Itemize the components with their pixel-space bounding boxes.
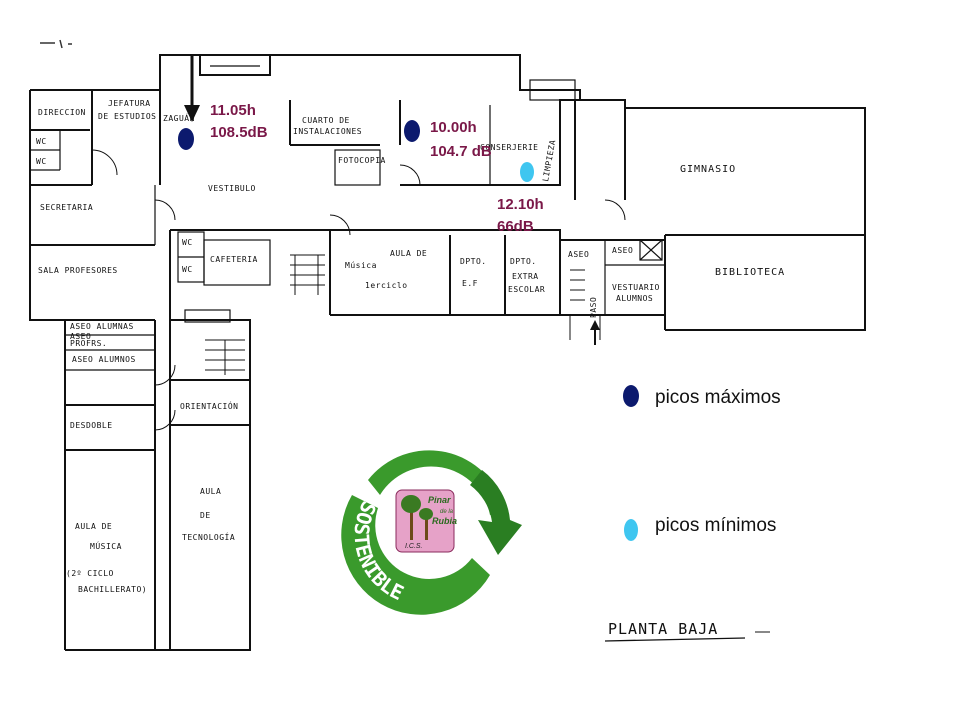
reading-limpieza: 12.10h 66dB — [497, 162, 544, 235]
legend-max-marker-icon — [623, 385, 639, 407]
room-paso: PASO — [589, 297, 598, 318]
legend-max-label: picos máximos — [655, 387, 781, 408]
room-instalaciones: INSTALACIONES — [293, 127, 362, 136]
room-aseo-1: ASEO — [568, 250, 589, 259]
room-biblioteca: BIBLIOTECA — [715, 267, 785, 278]
school-name-2: de la — [440, 509, 454, 515]
room-aula-musica-2c-4: BACHILLERATO) — [78, 585, 147, 594]
room-direccion: DIRECCION — [38, 108, 86, 117]
passage-arrow-icon — [590, 320, 600, 345]
room-limpieza: LIMPIEZA — [541, 139, 557, 182]
tree-icon — [401, 495, 433, 540]
reading-level: 104.7 dB — [430, 143, 492, 160]
logo-arc — [341, 495, 490, 615]
reading-level: 66dB — [497, 218, 534, 235]
room-desdoble: DESDOBLE — [70, 421, 113, 430]
logo-ring — [368, 450, 505, 515]
room-dpto-extra-3: ESCOLAR — [508, 285, 545, 294]
legend-min-label: picos mínimos — [655, 515, 776, 536]
stairs-central — [290, 254, 325, 295]
reading-time: 12.10h — [497, 196, 544, 213]
room-aula-musica-2c: AULA DE — [75, 522, 112, 531]
room-gimnasio: GIMNASIO — [680, 164, 736, 175]
reading-conserjeria: 10.00h 104.7 dB — [404, 119, 492, 160]
room-vestuario: VESTUARIO — [612, 283, 660, 292]
logo-arrow-icon — [470, 470, 522, 555]
walls — [29, 54, 866, 651]
room-fotocopia: FOTOCOPIA — [338, 156, 386, 165]
room-dpto-ef-2: E.F — [462, 279, 478, 288]
room-wc-3: WC — [182, 238, 193, 247]
room-cafeteria: CAFETERIA — [210, 255, 258, 264]
reading-time: 10.00h — [430, 119, 477, 136]
room-dpto-extra: DPTO. — [510, 257, 537, 266]
reading-time: 11.05h — [210, 102, 256, 119]
room-wc-2: WC — [36, 157, 47, 166]
room-sala-profesores: SALA PROFESORES — [38, 266, 118, 275]
room-wc-4: WC — [182, 265, 193, 274]
door-arcs — [91, 149, 626, 431]
room-aseo-alumnas: ASEO ALUMNAS — [70, 322, 134, 331]
room-secretaria: SECRETARIA — [40, 203, 93, 212]
room-zaguan: ZAGUÁN — [163, 112, 195, 123]
room-aula-tecnologia-3: TECNOLOGÍA — [182, 531, 235, 542]
room-dpto-extra-2: EXTRA — [512, 272, 539, 281]
stairs-paso — [569, 269, 601, 340]
legend: picos máximos picos mínimos — [623, 385, 781, 541]
room-aseo-profes: ASEO — [70, 332, 91, 341]
room-cuarto: CUARTO DE — [302, 116, 350, 125]
room-dpto-ef: DPTO. — [460, 257, 487, 266]
school-initials: I.C.S. — [405, 543, 423, 550]
school-name-1: Pinar — [428, 495, 451, 505]
room-jefatura: JEFATURA — [108, 99, 151, 108]
room-aseo-profes-2: PROFRS. — [70, 339, 107, 348]
scan-marks — [40, 39, 72, 49]
entrance-arrow-icon — [184, 55, 200, 122]
room-aseo-2: ASEO — [612, 246, 633, 255]
reading-level: 108.5dB — [210, 124, 268, 141]
room-jefatura-2: DE ESTUDIOS — [98, 112, 156, 121]
plan-title: PLANTA BAJA — [608, 620, 718, 638]
room-aseo-alumnos: ASEO ALUMNOS — [72, 355, 136, 364]
room-orientacion: ORIENTACIÓN — [180, 400, 238, 411]
room-aula-musica-2c-3: (2º CICLO — [66, 569, 114, 578]
room-vestibulo: VESTIBULO — [208, 184, 256, 193]
room-aula-musica: AULA DE — [390, 249, 427, 258]
plan-title-block: PLANTA BAJA — [604, 620, 770, 642]
room-aula-musica-2: Música — [345, 261, 377, 270]
room-aula-tecnologia-2: DE — [200, 511, 211, 520]
max-marker-icon — [404, 120, 420, 142]
legend-min-marker-icon — [624, 519, 638, 541]
stairs-left — [205, 339, 245, 375]
room-aula-musica-2c-2: MÚSICA — [90, 540, 122, 551]
reading-zaguan: 11.05h 108.5dB — [178, 102, 268, 150]
noise-readings: 11.05h 108.5dB 10.00h 104.7 dB 12.10h 66… — [178, 102, 544, 235]
min-marker-icon — [520, 162, 534, 182]
room-wc-1: WC — [36, 137, 47, 146]
room-aula-tecnologia: AULA — [200, 487, 221, 496]
sostenible-logo: SOSTENIBLE Pinar de la Rubia I.C.S. — [341, 450, 522, 615]
max-marker-icon — [178, 128, 194, 150]
room-aula-musica-3: 1erciclo — [365, 281, 408, 290]
room-conserjeria: CONSERJERIE — [480, 143, 538, 152]
school-name-3: Rubia — [432, 516, 457, 526]
room-vestuario-2: ALUMNOS — [616, 294, 653, 303]
